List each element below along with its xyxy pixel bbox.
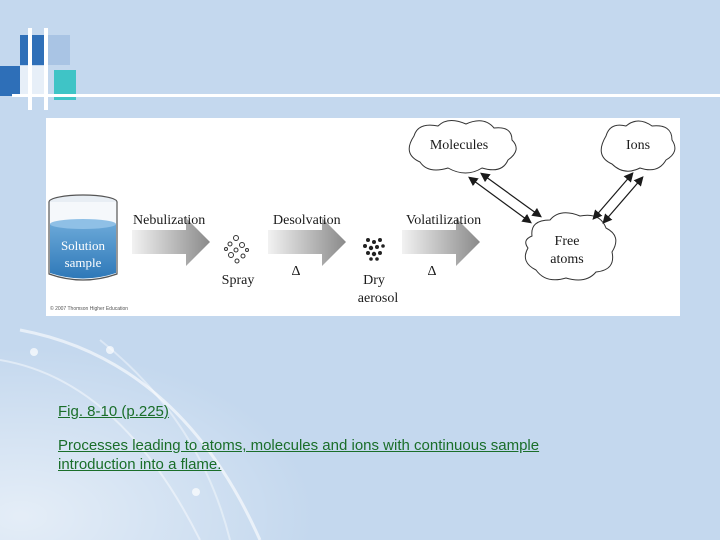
spray-label: Spray [222,273,255,288]
desolvation-arrow [268,218,346,266]
beaker-label-line1: Solution [61,238,106,253]
nebulization-label: Nebulization [133,213,205,228]
free-atoms-cloud-shape [524,212,617,281]
beaker-icon [48,194,118,281]
volatilization-label: Volatilization [406,213,481,228]
delta-symbol-1: Δ [291,264,300,279]
ions-cloud-shape [600,120,676,172]
ions-label: Ions [626,138,650,153]
desolvation-label: Desolvation [273,213,341,228]
dry-label: Dry [363,273,385,288]
swoosh-dot [30,348,38,356]
figure-panel: Solution sample Nebulization Spray Desol… [46,118,680,316]
molecules-cloud-shape [408,120,517,174]
swoosh-curve [19,328,262,540]
volatilization-arrow [402,218,480,266]
caption-line-2[interactable]: introduction into a flame. [58,456,222,473]
figure-reference-link[interactable]: Fig. 8-10 (p.225) [58,403,169,420]
dry-aerosol-icon [363,238,385,261]
aerosol-label: aerosol [358,291,399,306]
spray-droplets-icon [224,235,249,264]
molecules-free-atoms-arrow [480,172,542,218]
swoosh-curve [99,339,231,540]
process-diagram: Solution sample Nebulization Spray Desol… [48,120,676,306]
caption-line-1[interactable]: Processes leading to atoms, molecules an… [58,437,540,454]
molecules-free-atoms-arrow [468,176,532,224]
swoosh-curve [0,359,201,540]
copyright-notice: © 2007 Thomson Higher Education [50,306,129,312]
molecules-label: Molecules [430,138,488,153]
atoms-label: atoms [550,252,583,267]
nebulization-arrow [132,218,210,266]
delta-symbol-2: Δ [427,264,436,279]
free-label: Free [555,234,580,249]
beaker-label-line2: sample [65,255,102,270]
corner-squares-decoration [0,28,720,110]
swoosh-dot [192,488,200,496]
ions-free-atoms-arrow [602,176,644,224]
swoosh-dot [106,346,114,354]
